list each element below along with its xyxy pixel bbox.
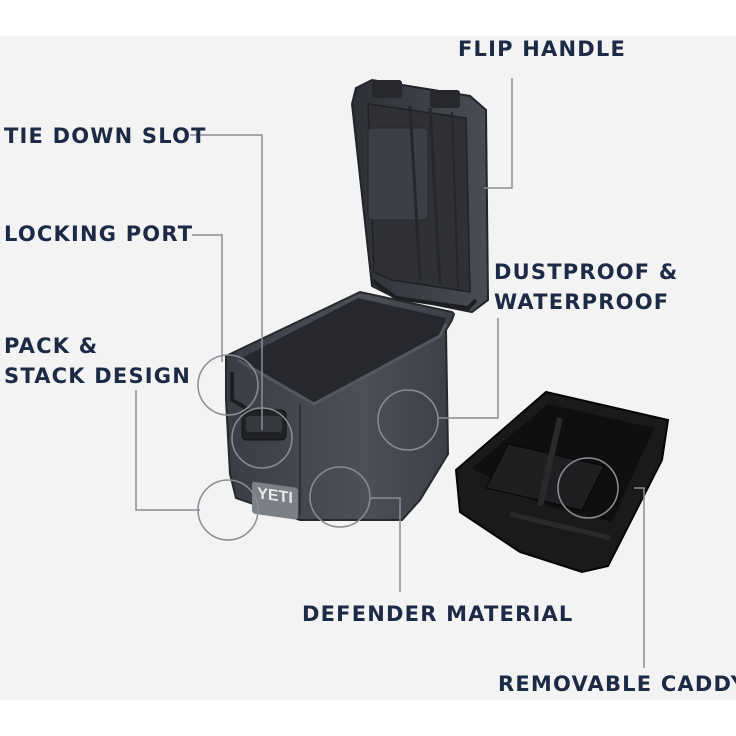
leader-defender [370,497,401,592]
flip-handle-left [372,80,402,98]
label-pack-stack-line1: PACK & [4,334,99,358]
highlight-circle-lock [197,354,259,416]
label-pack-stack-line2: STACK DESIGN [4,364,191,388]
label-pack-stack: PACK & STACK DESIGN [4,331,191,391]
leader-locking-port [192,234,223,362]
leader-flip-handle [484,78,513,189]
highlight-circle-tie-down [231,407,293,469]
callout-leader-lines [135,78,645,668]
cooler-body: YETI [225,290,456,521]
yeti-logo-badge: YETI [252,481,298,520]
label-locking-port-text: LOCKING PORT [4,222,194,246]
highlight-circle-dustproof [377,389,439,451]
label-defender-material-text: DEFENDER MATERIAL [302,602,574,626]
leader-caddy [634,487,645,668]
label-tie-down-slot-text: TIE DOWN SLOT [4,124,207,148]
highlight-circle-defender [309,466,371,528]
label-tie-down-slot: TIE DOWN SLOT [4,121,207,151]
label-dustproof-line2: WATERPROOF [494,290,670,314]
caddy-tray [454,390,670,574]
label-flip-handle: FLIP HANDLE [458,34,626,64]
label-removable-caddy-text: REMOVABLE CADDY [498,672,736,696]
flip-handle-right [430,90,460,108]
highlight-circle-pack [197,479,259,541]
leader-dustproof [438,318,499,419]
leader-tie-down [190,134,263,430]
svg-text:YETI: YETI [257,484,293,507]
label-dustproof: DUSTPROOF & WATERPROOF [494,257,678,317]
top-band [0,0,736,36]
label-removable-caddy: REMOVABLE CADDY [498,669,736,699]
leader-pack-stack [135,390,200,511]
label-locking-port: LOCKING PORT [4,219,193,249]
label-defender-material: DEFENDER MATERIAL [302,599,574,629]
label-dustproof-line1: DUSTPROOF & [494,260,679,284]
bottom-band [0,700,736,736]
label-flip-handle-text: FLIP HANDLE [458,37,627,61]
highlight-circle-caddy [557,457,619,519]
cooler-lid [350,78,490,314]
